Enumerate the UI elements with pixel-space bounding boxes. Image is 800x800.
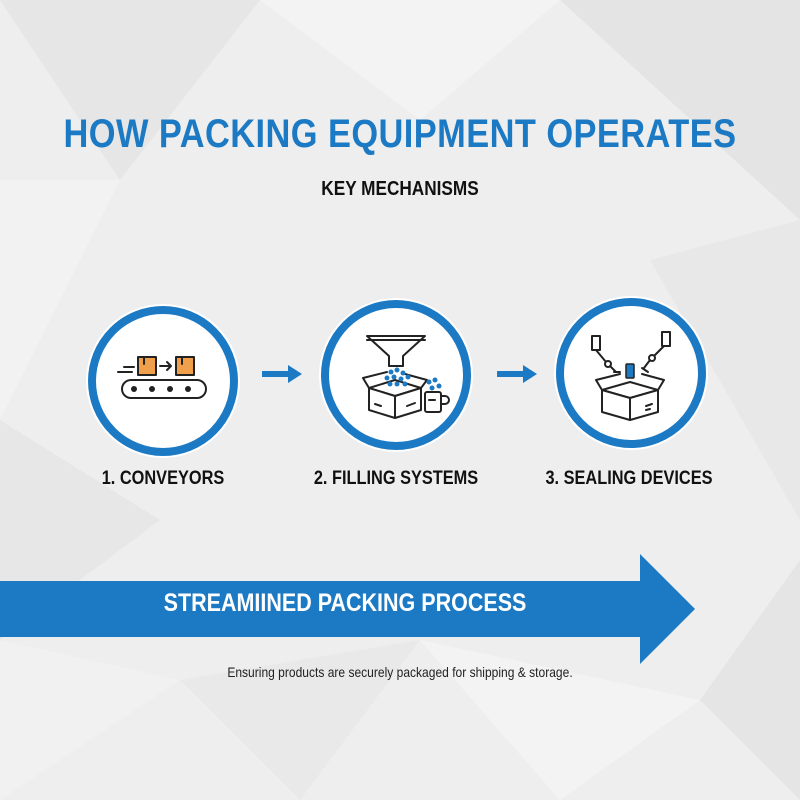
conveyor-belt-icon — [117, 356, 207, 399]
arrow-right-icon — [497, 365, 537, 383]
page-title: HOW PACKING EQUIPMENT OPERATES — [63, 112, 737, 156]
arrow-right-icon — [262, 365, 302, 383]
funnel-filling-icon — [362, 335, 450, 419]
footnote-text: Ensuring products are securely packaged … — [227, 664, 573, 680]
page-subtitle: KEY MECHANISMS — [321, 178, 479, 200]
robotic-sealing-icon — [591, 331, 671, 421]
step-conveyors-circle — [88, 306, 238, 456]
process-banner-arrow — [0, 554, 695, 664]
step-filling-circle — [321, 300, 471, 450]
step-sealing-circle — [556, 298, 706, 448]
step-label-sealing-devices: 3. SEALING DEVICES — [545, 468, 713, 489]
step-label-conveyors: 1. CONVEYORS — [101, 468, 225, 489]
banner-title: STREAMIINED PACKING PROCESS — [163, 589, 527, 617]
step-label-filling-systems: 2. FILLING SYSTEMS — [313, 468, 479, 489]
